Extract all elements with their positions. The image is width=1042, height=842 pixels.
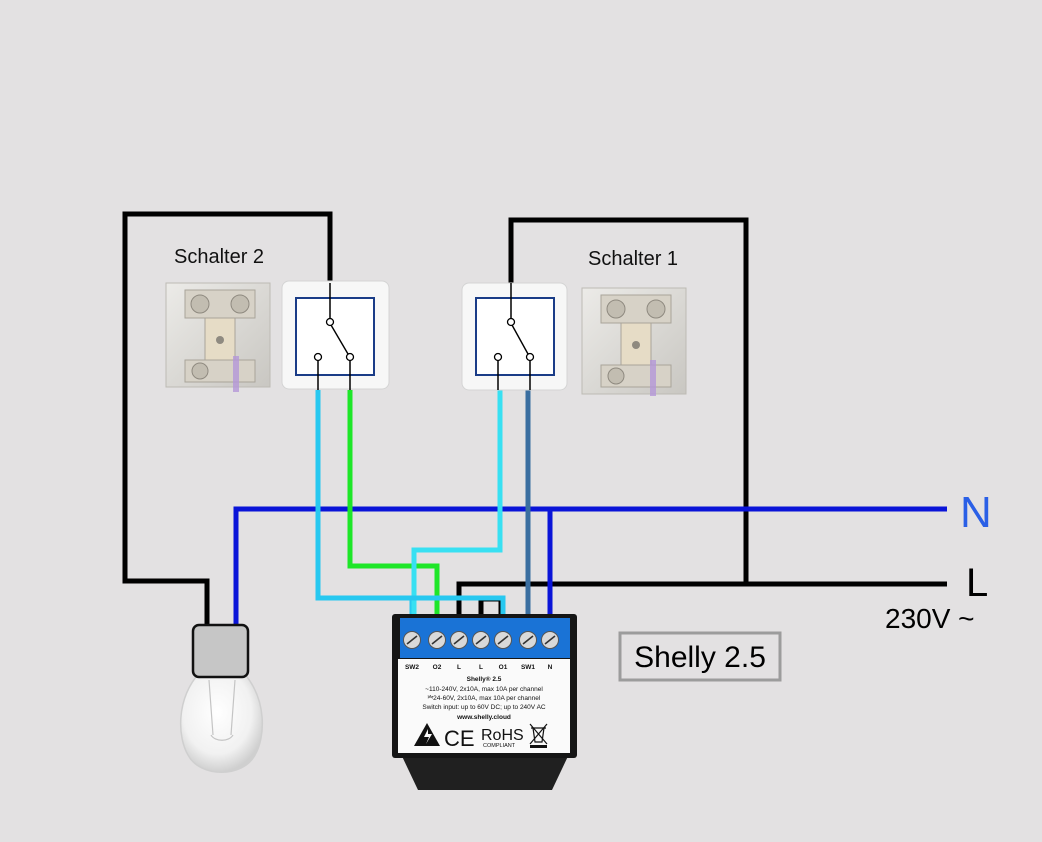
wires — [122, 211, 947, 625]
neutral-wire-main — [233, 506, 947, 625]
terminal-names: SW2 O2 L L O1 SW1 N — [405, 664, 553, 671]
terminal-screw-slot — [544, 635, 556, 645]
sw2-wire — [315, 390, 415, 618]
shelly-device: SW2 O2 L L O1 SW1 N Shelly® 2.5 ~110-240V, 2x1… — [392, 614, 577, 790]
o2-wire — [347, 390, 440, 618]
sw1-wire — [411, 390, 503, 618]
device-spec-line-2: ⎃24-60V, 2x10A, max 10A per channel — [428, 695, 541, 702]
weee-bin-icon — [529, 723, 548, 748]
terminal-screw-slot — [497, 635, 509, 645]
terminal-name: SW2 — [405, 664, 419, 671]
device-spec-line-3: Switch input: up to 60V DC; up to 240V A… — [422, 704, 546, 711]
switch-1-label: Schalter 1 — [588, 248, 678, 270]
terminal-name: O1 — [499, 664, 508, 671]
switch-2-plate — [281, 280, 390, 390]
terminal-name: O2 — [433, 664, 442, 671]
terminal-name: L — [479, 664, 483, 671]
terminal-name: N — [548, 664, 553, 671]
rohs-mark: RoHS — [481, 727, 524, 744]
switch-2-mechanism — [165, 282, 271, 392]
voltage-label: 230V ~ — [885, 603, 975, 634]
device-website: www.shelly.cloud — [456, 714, 511, 721]
terminal-name: L — [457, 664, 461, 671]
warning-icon — [414, 723, 440, 746]
terminal-screw-slot — [431, 635, 443, 645]
terminal-screw-slot — [475, 635, 487, 645]
live-wire-switch-1 — [508, 217, 749, 584]
live-label: L — [966, 561, 988, 605]
rohs-compliant: COMPLIANT — [483, 743, 516, 749]
terminal-screw-slot — [406, 635, 418, 645]
device-spec-line-1: ~110-240V, 2x10A, max 10A per channel — [425, 686, 543, 693]
device-name-label: Shelly 2.5 — [634, 641, 766, 674]
switch-2-label: Schalter 2 — [174, 246, 264, 268]
neutral-label: N — [960, 488, 992, 537]
live-wire-main — [456, 581, 947, 618]
sw1-wire-link — [318, 595, 506, 618]
terminal-name: SW1 — [521, 664, 535, 671]
lamp-wire-switch-2 — [122, 211, 333, 625]
terminal-screws — [403, 631, 559, 649]
switch-1-plate — [461, 282, 568, 391]
terminal-screw-slot — [522, 635, 534, 645]
switch-1-mechanism — [581, 287, 687, 396]
device-model: Shelly® 2.5 — [467, 675, 502, 683]
device-name-box: Shelly 2.5 — [618, 631, 782, 682]
ce-mark: CE — [444, 726, 475, 751]
bulb-socket — [191, 623, 250, 679]
light-bulb — [179, 623, 264, 773]
terminal-screw-slot — [453, 635, 465, 645]
